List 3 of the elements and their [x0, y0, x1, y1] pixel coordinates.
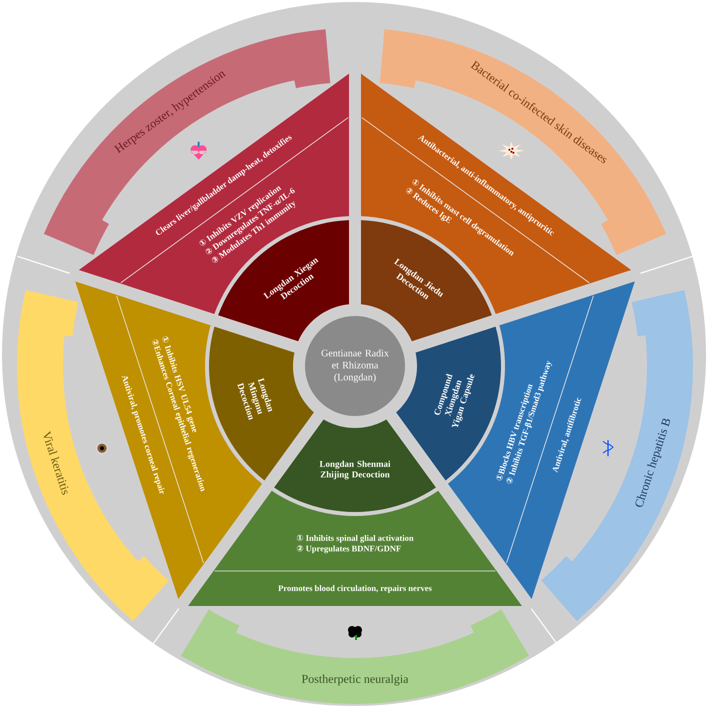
sector-panel: ① Inhibits spinal glial activation ② Upregulates BDNF/GDNF Promotes blood circulation, repairs nerves [188, 490, 522, 606]
formula-band: Longdan Shenmai Zhijing Decoction [274, 419, 436, 512]
arc-band: Postherpetic neuralgia [180, 609, 530, 704]
